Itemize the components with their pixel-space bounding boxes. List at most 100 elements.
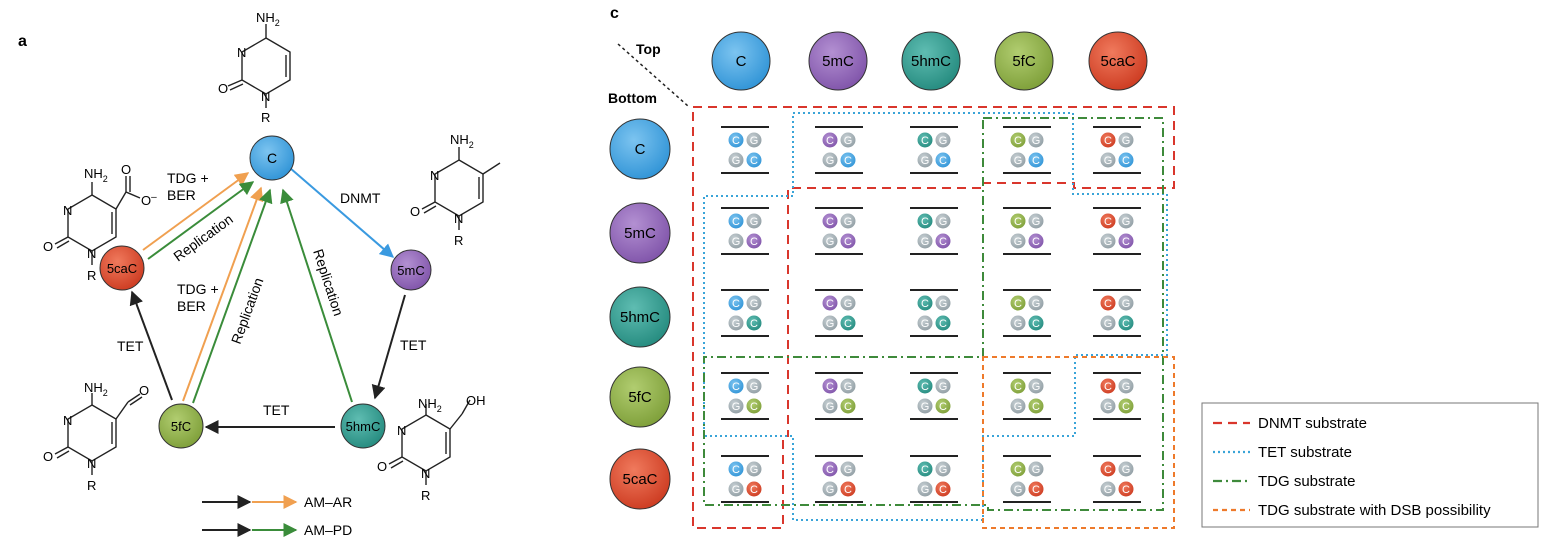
svg-text:C: C [844,155,852,167]
legend-label-4: TDG substrate with DSB possibility [1258,502,1491,519]
svg-text:C: C [921,135,929,147]
bottom-strand-g: G [821,232,839,250]
svg-text:C: C [921,464,929,476]
top-strand-g: G [934,460,952,478]
bottom-strand-g: G [1009,480,1027,498]
bottom-strand-c: C [1027,151,1045,169]
top-strand-c: C [1009,377,1027,395]
5cac-structure [54,176,141,265]
bottom-strand-g: G [916,480,934,498]
row-header-5cac-circle [609,448,671,510]
bottom-label: Bottom [608,90,657,106]
bottom-strand-c: C [839,397,857,415]
top-strand-g: G [1117,131,1135,149]
tdg-ber-label-1-line2: BER [167,187,196,203]
svg-text:G: G [1032,381,1041,393]
svg-text:G: G [1014,401,1023,413]
svg-text:G: G [732,484,741,496]
bottom-strand-c: C [934,397,952,415]
dnmt-label: DNMT [340,190,381,206]
5hmc-oh: OH [466,393,486,408]
svg-text:C: C [844,318,852,330]
svg-text:C: C [844,401,852,413]
bottom-strand-c: C [934,480,952,498]
node-5cac-label: 5caC [107,261,137,276]
svg-text:G: G [1122,381,1131,393]
svg-text:C: C [750,236,758,248]
svg-text:G: G [826,484,835,496]
bottom-strand-c: C [1027,232,1045,250]
svg-text:C: C [1014,135,1022,147]
column-header-5cac-label: 5caC [1100,53,1135,70]
5cac-n3: N [63,203,72,218]
bottom-strand-g: G [727,151,745,169]
svg-text:G: G [844,381,853,393]
legend-am-pd: AM–PD [304,522,352,538]
5hmc-o: O [377,459,387,474]
row-header-5hmc-label: 5hmC [620,309,660,326]
substrate-regions [692,106,1175,529]
bottom-strand-g: G [1099,480,1117,498]
5cac-r: R [87,268,96,283]
bottom-strand-g: G [916,151,934,169]
5fc-n3: N [63,413,72,428]
top-strand-c: C [1099,460,1117,478]
svg-text:G: G [1122,135,1131,147]
svg-text:G: G [1032,464,1041,476]
tet-label-right: TET [400,337,427,353]
svg-text:C: C [844,484,852,496]
svg-text:C: C [750,401,758,413]
svg-text:C: C [921,298,929,310]
top-strand-g: G [1027,131,1045,149]
bottom-strand-g: G [821,480,839,498]
5mc-o: O [410,204,420,219]
svg-text:C: C [732,135,740,147]
top-strand-g: G [745,377,763,395]
svg-text:G: G [939,135,948,147]
top-strand-g: G [839,460,857,478]
bottom-strand-c: C [1117,232,1135,250]
svg-text:G: G [844,216,853,228]
svg-text:C: C [750,155,758,167]
5mc-n1: N [454,211,463,226]
tdg-region [703,117,1164,511]
replication-arrow-5hmc [280,188,353,403]
legend-am-ar: AM–AR [304,494,352,510]
5cac-n1: N [87,246,96,261]
top-strand-c: C [1099,212,1117,230]
5fc-r: R [87,478,96,493]
svg-text:G: G [732,318,741,330]
bottom-strand-c: C [1117,397,1135,415]
row-header-5mc-circle [609,202,671,264]
bottom-strand-c: C [839,232,857,250]
svg-text:G: G [844,298,853,310]
bottom-strand-g: G [1099,232,1117,250]
bottom-strand-c: C [1117,480,1135,498]
svg-text:G: G [1122,298,1131,310]
tdg-ber-label-2-line1: TDG + [177,281,219,297]
svg-text:G: G [750,298,759,310]
svg-text:C: C [1104,216,1112,228]
bottom-strand-g: G [821,397,839,415]
bottom-strand-g: G [1009,151,1027,169]
svg-text:G: G [732,401,741,413]
bottom-strand-c: C [934,151,952,169]
tet-arrow-5mc-5hmc [371,294,406,400]
column-header-c-label: C [736,53,747,70]
replication-arrow-5fc [192,188,273,404]
row-header-5hmc-circle [609,286,671,348]
svg-text:C: C [1014,381,1022,393]
top-strand-c: C [1009,212,1027,230]
top-strand-c: C [727,294,745,312]
svg-text:G: G [1122,464,1131,476]
